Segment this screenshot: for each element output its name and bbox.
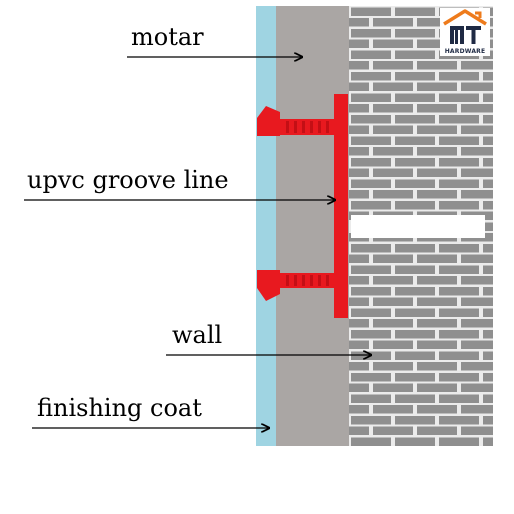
label-upvc-groove-line: upvc groove line — [27, 166, 229, 194]
house-roof-icon — [443, 9, 487, 44]
label-wall: wall — [172, 321, 223, 349]
finishing-coat-layer — [256, 6, 276, 446]
logo-wordmark: HARDWARE — [444, 48, 486, 55]
upvc-groove-profile — [257, 94, 348, 318]
label-motar: motar — [131, 23, 204, 51]
brand-logo: HARDWARE — [440, 8, 490, 56]
wall-gap — [351, 215, 485, 238]
label-finishing-coat: finishing coat — [37, 394, 202, 422]
